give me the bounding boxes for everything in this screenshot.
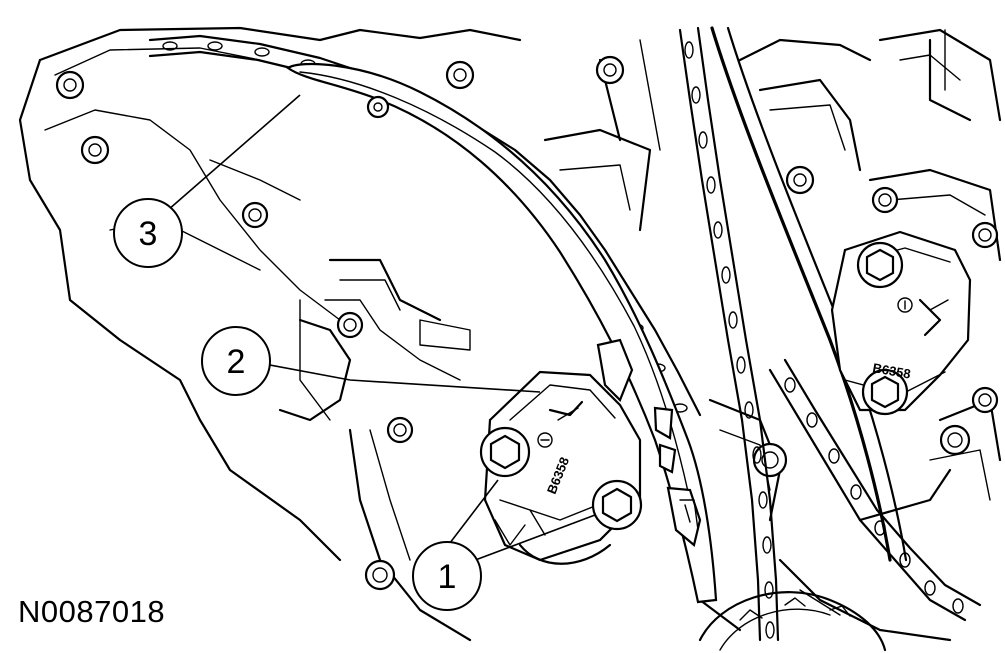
timing-chain-center (678, 26, 780, 642)
callout-3-label: 3 (139, 215, 158, 253)
right-tensioner: B6358 (830, 230, 972, 416)
callout-2-label: 2 (227, 343, 246, 381)
callout-2: 2 (201, 326, 271, 396)
callout-1: 1 (412, 541, 482, 611)
figure-reference-id: N0087018 (18, 594, 166, 629)
crankshaft-sprocket (698, 591, 887, 652)
tensioner-arm (286, 62, 718, 604)
callout-1-label: 1 (438, 558, 457, 596)
leader-lines (167, 94, 596, 563)
timing-chain-right (768, 358, 982, 622)
callout-3: 3 (113, 198, 183, 268)
engine-block-outline (18, 26, 1002, 642)
right-tensioner-stamp: B6358 (871, 360, 911, 381)
left-tensioner-bolts (479, 426, 643, 531)
